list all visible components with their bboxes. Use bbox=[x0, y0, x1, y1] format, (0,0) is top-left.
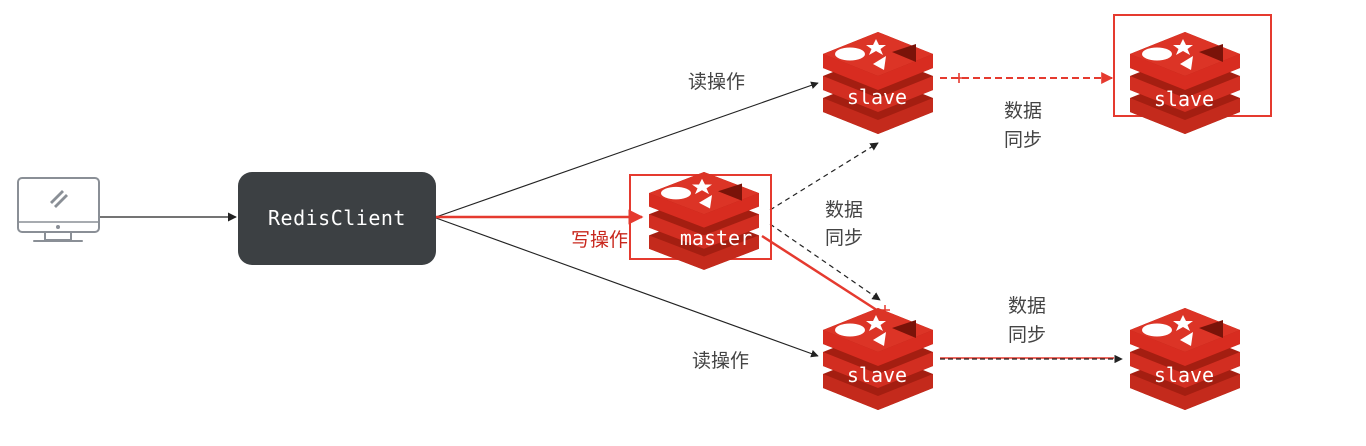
arrow-sync-master-to-bottom-slave bbox=[769, 223, 881, 301]
arrow-read-bottom bbox=[435, 217, 819, 358]
redis-logo-icon bbox=[1130, 32, 1240, 134]
slave-bottom-label: slave bbox=[847, 363, 907, 387]
computer-icon bbox=[17, 177, 100, 242]
arrow-read-top bbox=[435, 81, 819, 218]
slave-bottom-right-label: slave bbox=[1154, 363, 1214, 387]
redis-logo-icon bbox=[823, 32, 933, 134]
redis-node-master: master bbox=[649, 172, 759, 270]
slave-top-right-label: slave bbox=[1154, 87, 1214, 111]
redis-node-slave-top-right: slave bbox=[1130, 32, 1240, 134]
slave-top-label: slave bbox=[847, 85, 907, 109]
redis-logo-icon bbox=[823, 308, 933, 410]
redis-client-box: RedisClient bbox=[238, 172, 436, 265]
redis-client-label: RedisClient bbox=[268, 206, 406, 230]
redis-logo-icon bbox=[649, 172, 759, 270]
label-read-bottom: 读操作 bbox=[692, 350, 749, 372]
highlight-master-to-bottom-slave bbox=[761, 234, 887, 318]
label-read-top: 读操作 bbox=[688, 71, 745, 93]
redis-node-slave-bottom-right: slave bbox=[1130, 308, 1240, 410]
label-write: 写操作 bbox=[571, 229, 628, 251]
redis-node-slave-top: slave bbox=[823, 32, 933, 134]
master-label: master bbox=[680, 226, 752, 250]
redis-node-slave-bottom: slave bbox=[823, 308, 933, 410]
label-sync-mid-line1: 数据 bbox=[825, 199, 863, 221]
highlight-cross-mark-top bbox=[954, 73, 964, 83]
redis-logo-icon bbox=[1130, 308, 1240, 410]
label-sync-bottom-line1: 数据 bbox=[1008, 295, 1046, 317]
arrow-sync-master-to-top-slave bbox=[769, 142, 879, 211]
label-sync-top-line2: 同步 bbox=[1004, 129, 1042, 151]
label-sync-top-line1: 数据 bbox=[1004, 100, 1042, 122]
label-sync-bottom-line2: 同步 bbox=[1008, 324, 1046, 346]
label-sync-mid-line2: 同步 bbox=[825, 227, 863, 249]
